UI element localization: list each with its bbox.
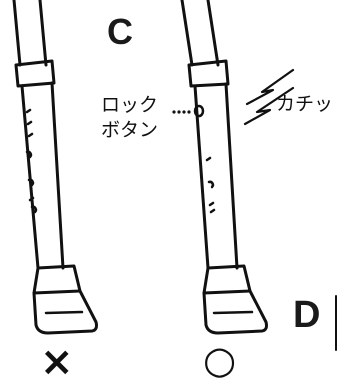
incorrect-mark-icon: × <box>40 339 74 385</box>
step-d-label: D <box>293 294 321 336</box>
lock-button-marker <box>193 104 205 118</box>
correct-mark-icon: ○ <box>203 338 237 382</box>
left-crutch-leg <box>12 0 98 335</box>
right-crutch-leg <box>180 0 268 335</box>
lock-button-label-line2: ボタン <box>101 119 159 141</box>
step-c-label: C <box>107 11 133 52</box>
lock-button-label-line1: ロック <box>101 94 159 116</box>
click-sound-label: カチッ <box>276 93 334 115</box>
click-sound-bolt-icon <box>243 68 295 126</box>
lock-leader-dots <box>172 110 191 114</box>
